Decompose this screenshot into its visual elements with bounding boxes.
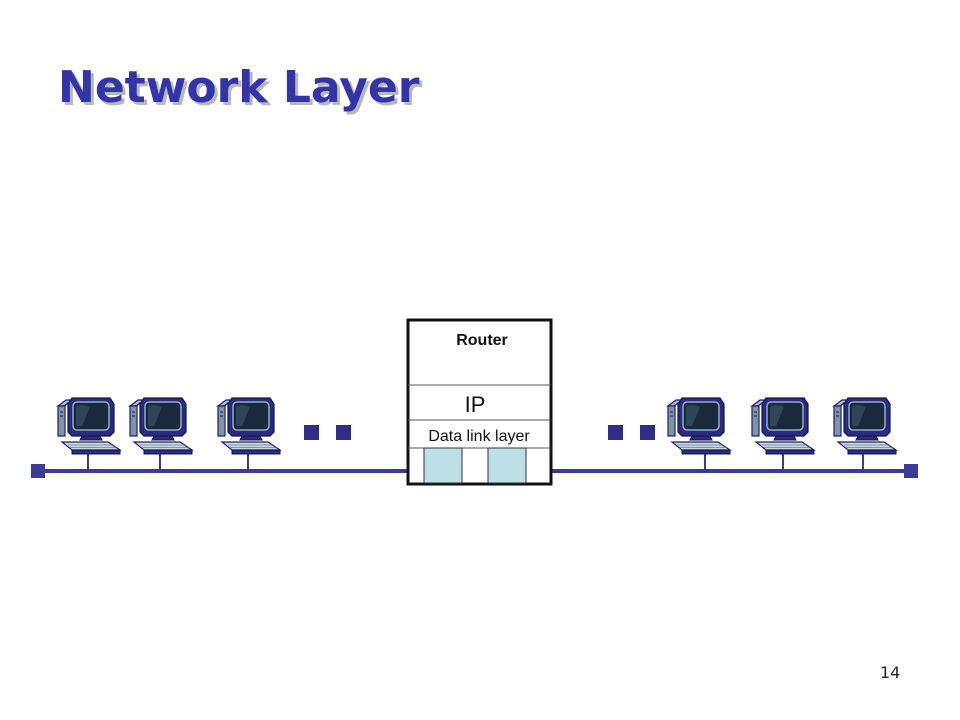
ellipsis-dot bbox=[608, 425, 623, 440]
ellipsis-dot bbox=[304, 425, 319, 440]
router: Router IP Data link layer bbox=[406, 318, 553, 486]
page-number: 14 bbox=[880, 663, 901, 682]
computer-icon bbox=[57, 397, 121, 455]
network-terminator-right bbox=[904, 464, 918, 478]
slide-title: Network Layer bbox=[58, 62, 420, 113]
router-title: Router bbox=[456, 332, 508, 349]
ellipsis-dot bbox=[640, 425, 655, 440]
computer-icon bbox=[751, 397, 815, 455]
router-ip-label: IP bbox=[465, 392, 486, 417]
router-port-right bbox=[487, 447, 527, 484]
network-terminator-left bbox=[31, 464, 45, 478]
computer-icon bbox=[833, 397, 897, 455]
computer-icon bbox=[667, 397, 731, 455]
router-datalink-label: Data link layer bbox=[428, 428, 530, 445]
router-port-left bbox=[423, 447, 463, 484]
computer-icon bbox=[217, 397, 281, 455]
computer-icon bbox=[129, 397, 193, 455]
ellipsis-dot bbox=[336, 425, 351, 440]
